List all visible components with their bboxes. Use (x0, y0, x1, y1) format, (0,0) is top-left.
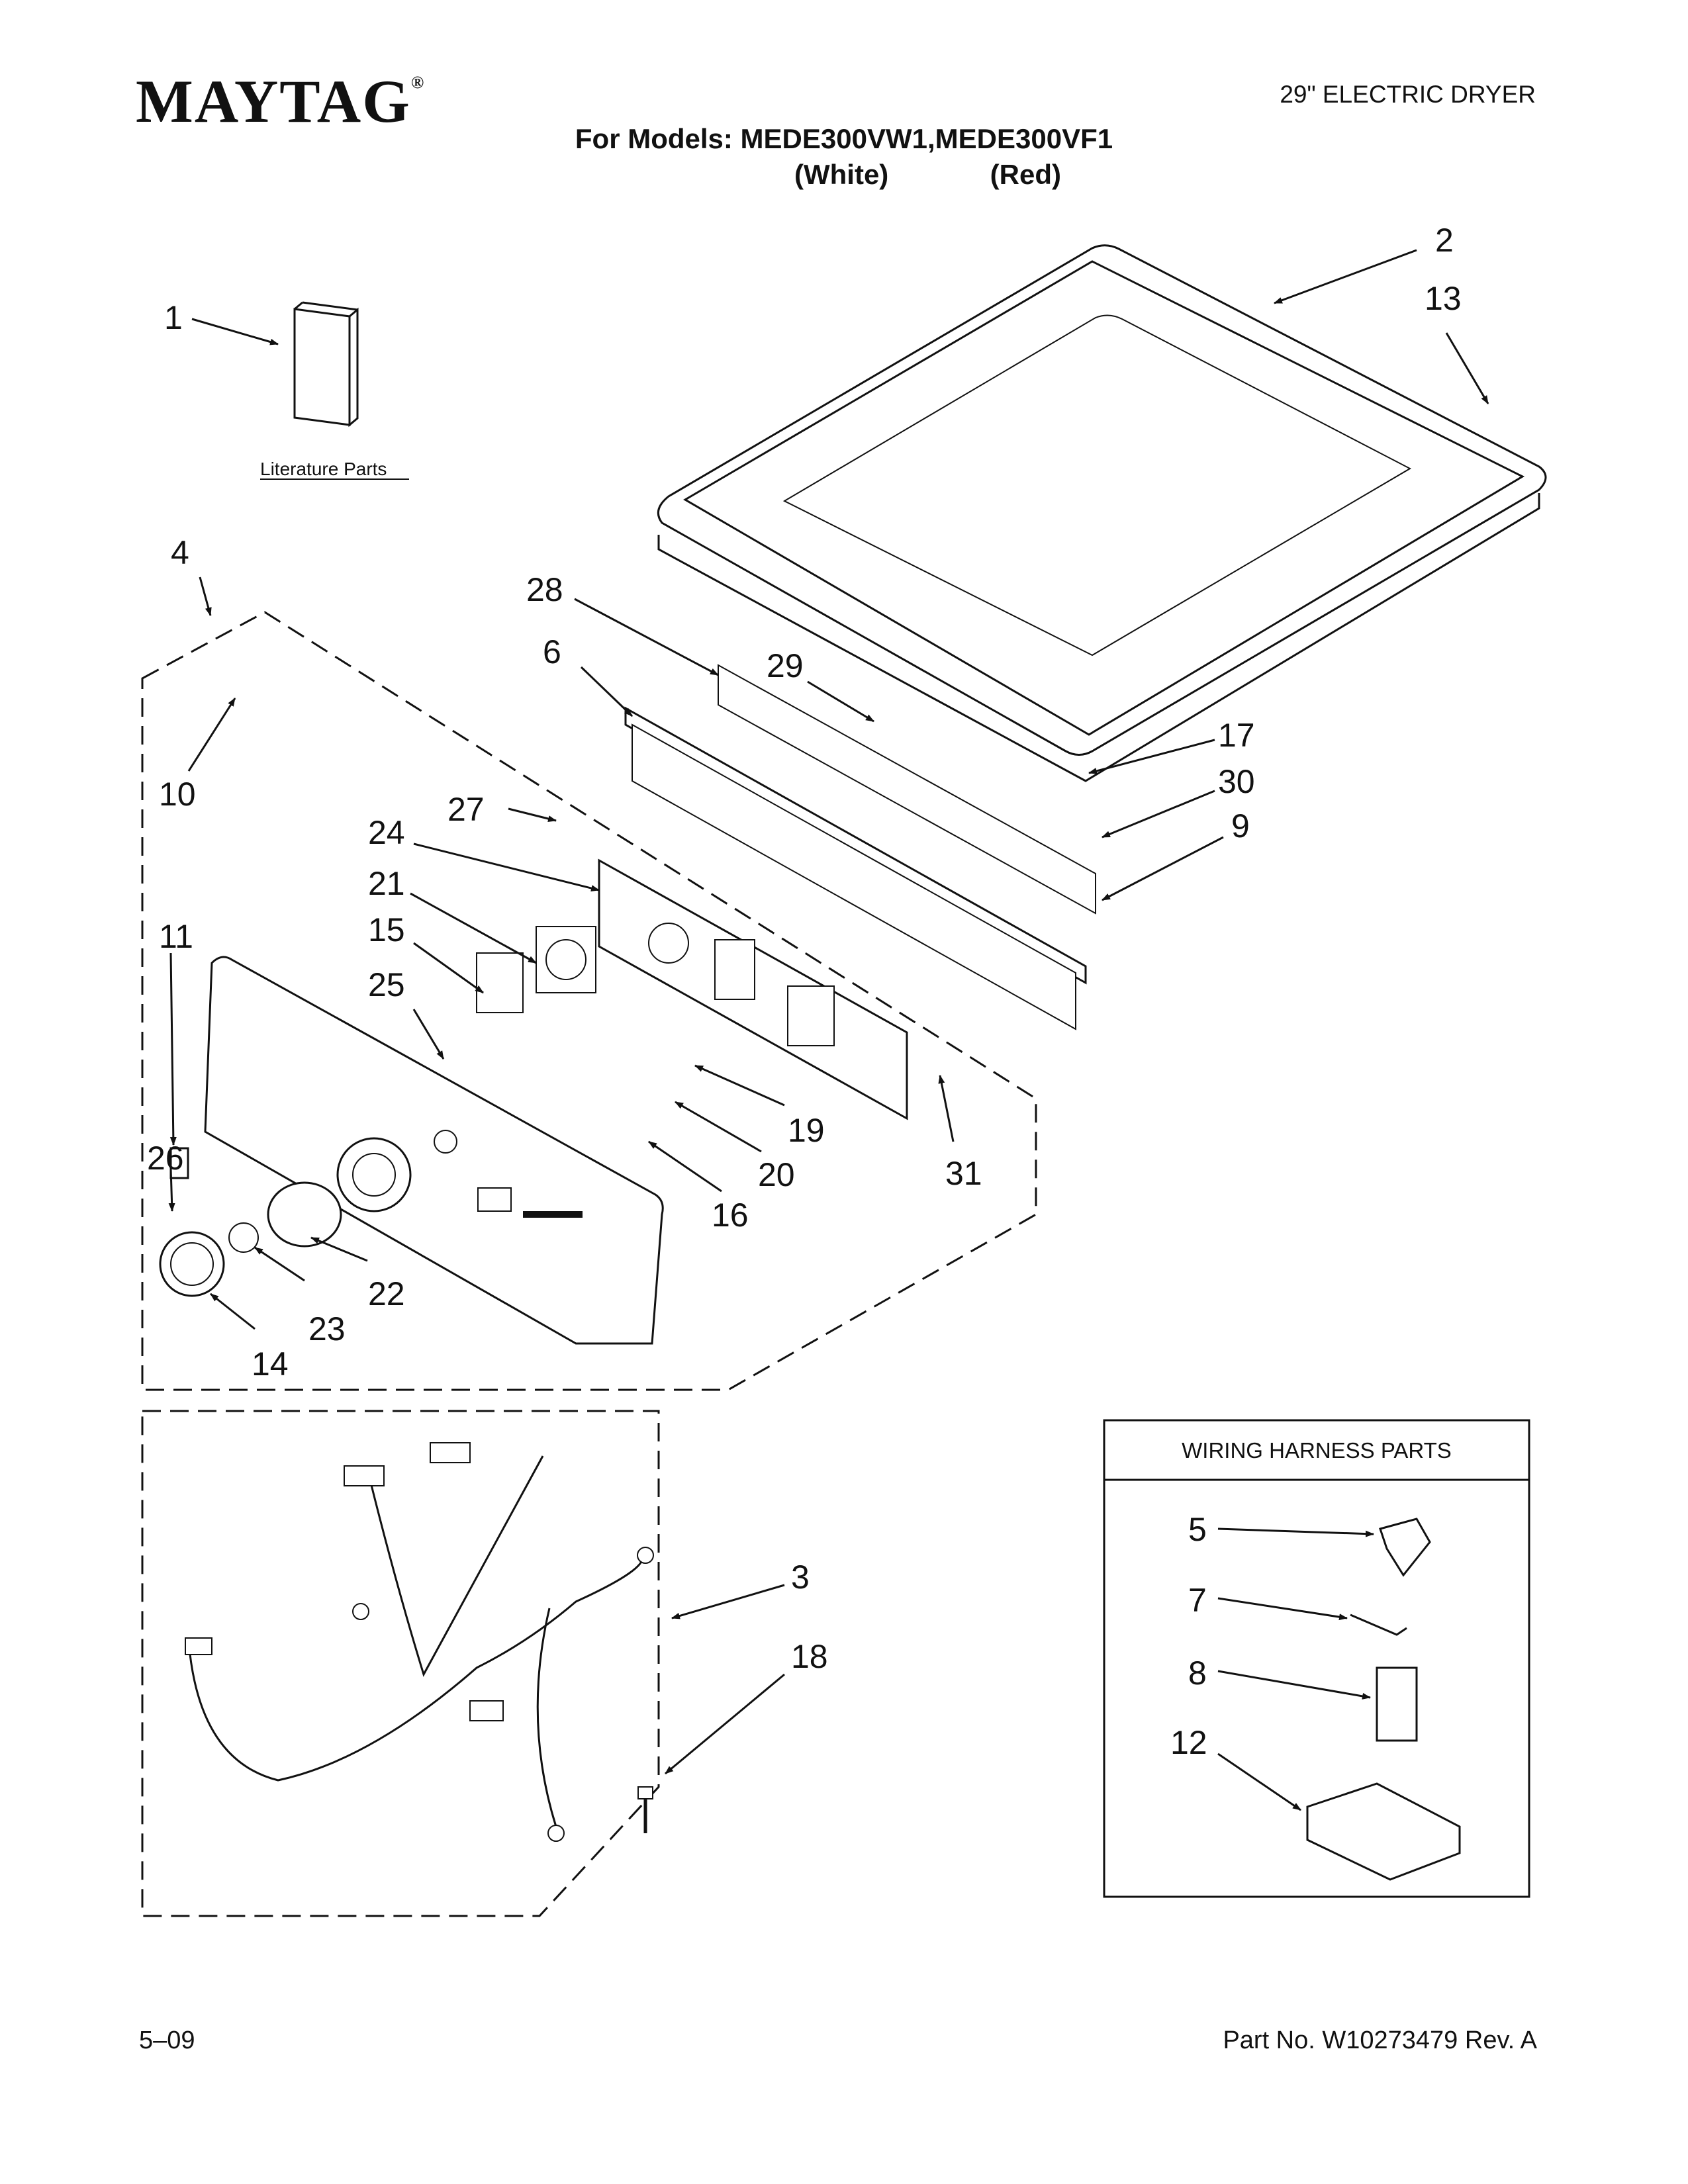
model-variants: (White) (Red) (794, 159, 1061, 191)
callout-4: 4 (171, 534, 189, 571)
callout-11: 11 (159, 918, 193, 955)
callout-13: 13 (1425, 280, 1462, 317)
callout-7: 7 (1188, 1582, 1207, 1619)
harness-part-icons (1306, 1518, 1461, 1881)
callout-24: 24 (368, 814, 405, 851)
literature-booklet (293, 301, 359, 428)
callout-18: 18 (791, 1638, 828, 1675)
callout-27: 27 (447, 791, 485, 828)
callout-2: 2 (1435, 222, 1454, 259)
callout-20: 20 (758, 1156, 795, 1193)
callout-30: 30 (1218, 763, 1255, 800)
callout-numbers: 1 2 13 4 28 6 29 10 17 30 27 9 24 21 15 … (147, 222, 1462, 1761)
console-assembly-group (141, 611, 1037, 1391)
callout-31: 31 (945, 1155, 982, 1192)
callout-23: 23 (308, 1310, 346, 1347)
models-line: For Models: MEDE300VW1,MEDE300VF1 (575, 123, 1113, 154)
callout-8: 8 (1188, 1655, 1207, 1692)
callout-15: 15 (368, 911, 405, 948)
wiring-harness (141, 1410, 660, 1917)
callout-21: 21 (368, 865, 405, 902)
callout-6: 6 (543, 633, 561, 670)
leader-lines (168, 249, 1489, 1811)
callout-19: 19 (788, 1112, 825, 1149)
callout-16: 16 (712, 1197, 749, 1234)
variant-white: (White) (794, 159, 889, 190)
dryer-top-panel (657, 244, 1547, 782)
product-title: 29" ELECTRIC DRYER (1280, 81, 1536, 108)
callout-3: 3 (791, 1559, 810, 1596)
variant-red: (Red) (990, 159, 1061, 190)
callout-9: 9 (1231, 807, 1250, 844)
console-back-bracket (624, 664, 1096, 1030)
callout-29: 29 (767, 647, 804, 684)
knob-parts (159, 926, 596, 1297)
callout-22: 22 (368, 1275, 405, 1312)
part-number: Part No. W10273479 Rev. A (1223, 2026, 1537, 2054)
callout-5: 5 (1188, 1511, 1207, 1548)
literature-label: Literature Parts (260, 459, 387, 479)
callout-26: 26 (147, 1140, 184, 1177)
callout-10: 10 (159, 776, 196, 813)
console-panel (204, 956, 664, 1345)
callout-12: 12 (1170, 1724, 1207, 1761)
callout-17: 17 (1218, 717, 1255, 754)
callout-14: 14 (252, 1345, 289, 1383)
brand-logo: MAYTAG® (136, 68, 426, 135)
revision-date: 5–09 (139, 2026, 195, 2054)
electronic-control-board (598, 858, 908, 1120)
callout-28: 28 (526, 571, 563, 608)
callout-1: 1 (164, 299, 183, 336)
harness-box-title: WIRING HARNESS PARTS (1182, 1438, 1452, 1463)
screw-18 (637, 1786, 653, 1833)
callout-25: 25 (368, 966, 405, 1003)
